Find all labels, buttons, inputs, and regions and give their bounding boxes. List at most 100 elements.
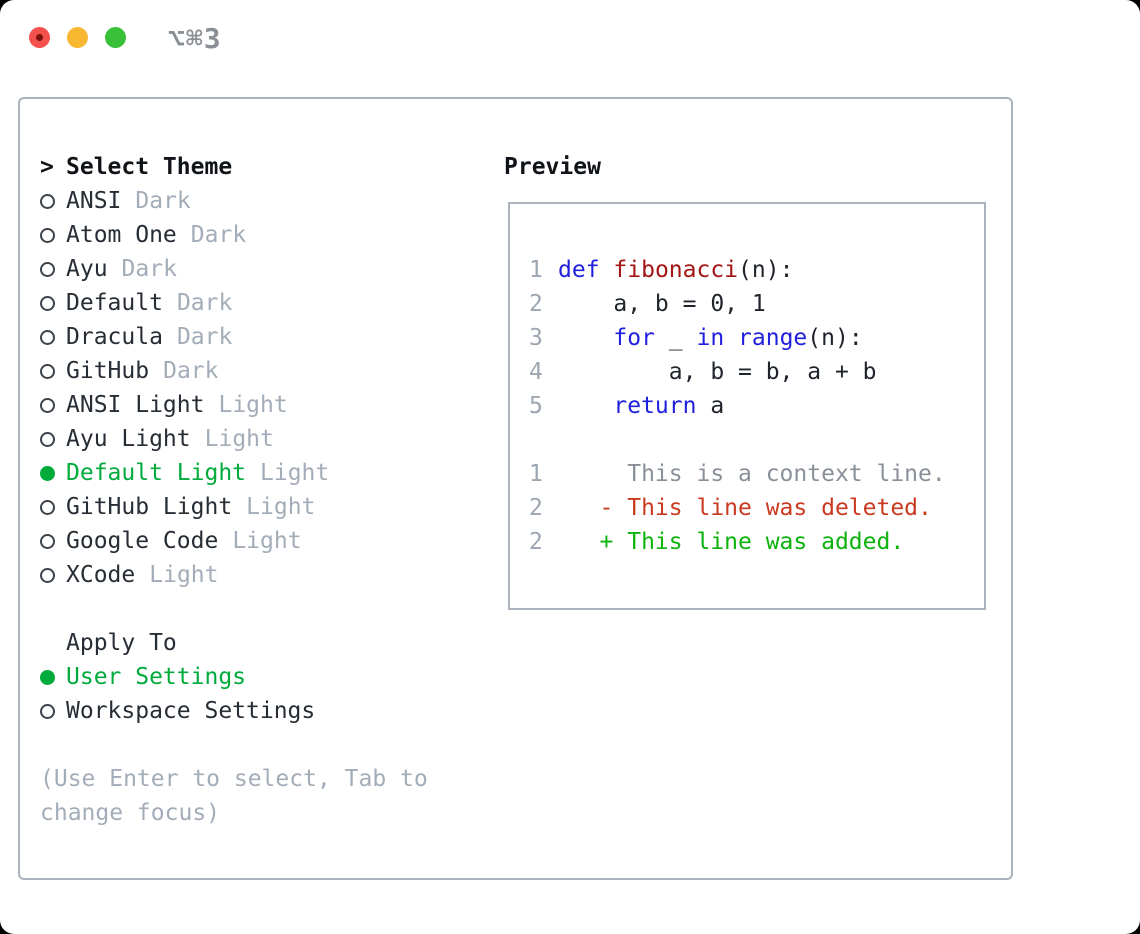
radio-dot (40, 533, 55, 549)
radio-dot (40, 499, 55, 515)
radio-icon (40, 295, 66, 311)
preview-header: Preview (504, 154, 601, 180)
code-line: 3 for _ in range(n): (510, 321, 984, 355)
line-number: 2 (529, 291, 543, 317)
radio-dot (40, 703, 55, 719)
option-label: Default Light (66, 460, 247, 486)
radio-dot (40, 567, 55, 583)
line-number: 5 (529, 393, 543, 419)
theme-option-atom-one[interactable]: Atom One Dark (40, 218, 504, 252)
theme-option-default-light[interactable]: Default Light Light (40, 456, 504, 490)
option-tag: Light (204, 426, 274, 452)
apply-option-workspace-settings[interactable]: Workspace Settings (40, 694, 504, 728)
option-label: ANSI Light (66, 392, 205, 418)
code-line: 1 This is a context line. (510, 457, 984, 491)
select-theme-header: Select Theme (66, 154, 233, 180)
code-line: 4 a, b = b, a + b (510, 355, 984, 389)
line-number: 2 (529, 495, 543, 521)
option-tag: Dark (176, 324, 233, 350)
radio-icon (40, 329, 66, 345)
zoom-button[interactable] (105, 27, 126, 48)
option-tag: Light (218, 392, 288, 418)
radio-dot (40, 363, 55, 379)
radio-dot (40, 193, 55, 209)
option-tag: Light (246, 494, 316, 520)
option-label: Ayu (66, 256, 108, 282)
code-token-pl (558, 325, 613, 351)
prompt-icon: > (40, 154, 54, 180)
option-label: Google Code (66, 528, 219, 554)
line-number: 2 (529, 529, 543, 555)
apply-to-header: Apply To (66, 630, 177, 656)
option-label: XCode (66, 562, 136, 588)
option-label: GitHub Light (66, 494, 233, 520)
radio-dot (40, 295, 55, 311)
radio-dot (40, 227, 55, 243)
option-tag: Dark (163, 358, 219, 384)
preview-header-row: Preview (504, 150, 986, 184)
line-number: 3 (529, 325, 543, 351)
option-tag: Dark (121, 256, 177, 282)
apply-option-user-settings[interactable]: User Settings (40, 660, 504, 694)
hint-text: (Use Enter to select, Tab to change focu… (40, 766, 428, 826)
theme-option-ansi[interactable]: ANSI Dark (40, 184, 504, 218)
theme-option-ansi-light[interactable]: ANSI Light Light (40, 388, 504, 422)
code-line: 2 - This line was deleted. (510, 491, 984, 525)
radio-dot (40, 329, 55, 345)
option-label: Atom One (66, 222, 177, 248)
radio-icon (40, 363, 66, 379)
apply-to-header-row: Apply To (40, 626, 504, 660)
code-token-pl: _ (654, 325, 697, 351)
radio-icon (40, 227, 66, 243)
radio-icon (40, 261, 66, 277)
line-number: 4 (529, 359, 543, 385)
window-title: ⌥⌘3 (168, 22, 222, 55)
radio-icon (40, 431, 66, 447)
code-token-kw: def (558, 257, 600, 283)
code-token-fn: fibonacci (613, 257, 739, 283)
code-token-kw: for (613, 325, 655, 351)
close-button[interactable] (29, 27, 50, 48)
theme-option-google-code[interactable]: Google Code Light (40, 524, 504, 558)
option-label: Workspace Settings (66, 698, 316, 724)
minimize-button[interactable] (67, 27, 88, 48)
option-tag: Light (260, 460, 330, 486)
code-line: 5 return a (510, 389, 984, 423)
radio-selected-icon (40, 465, 66, 481)
code-token-pl: (n): (807, 325, 863, 351)
code-token-pl: (n): (738, 257, 794, 283)
option-label: ANSI (66, 188, 122, 214)
option-tag: Light (232, 528, 302, 554)
code-line: 2 a, b = 0, 1 (510, 287, 984, 321)
code-token-kw: range (738, 325, 808, 351)
select-theme-header-row: > Select Theme (40, 150, 504, 184)
theme-option-ayu[interactable]: Ayu Dark (40, 252, 504, 286)
radio-icon (40, 533, 66, 549)
code-token-pl (558, 393, 613, 419)
option-tag: Dark (190, 222, 247, 248)
code-token-pl (600, 257, 614, 283)
theme-option-github-light[interactable]: GitHub Light Light (40, 490, 504, 524)
code-token-add: + This line was added. (558, 529, 905, 555)
radio-icon (40, 499, 66, 515)
radio-icon (40, 193, 66, 209)
list-gap (40, 592, 504, 626)
code-token-ctx: This is a context line. (558, 461, 946, 487)
radio-dot (40, 465, 55, 481)
radio-icon (40, 703, 66, 719)
option-tag: Dark (135, 188, 191, 214)
window-controls (29, 27, 126, 48)
